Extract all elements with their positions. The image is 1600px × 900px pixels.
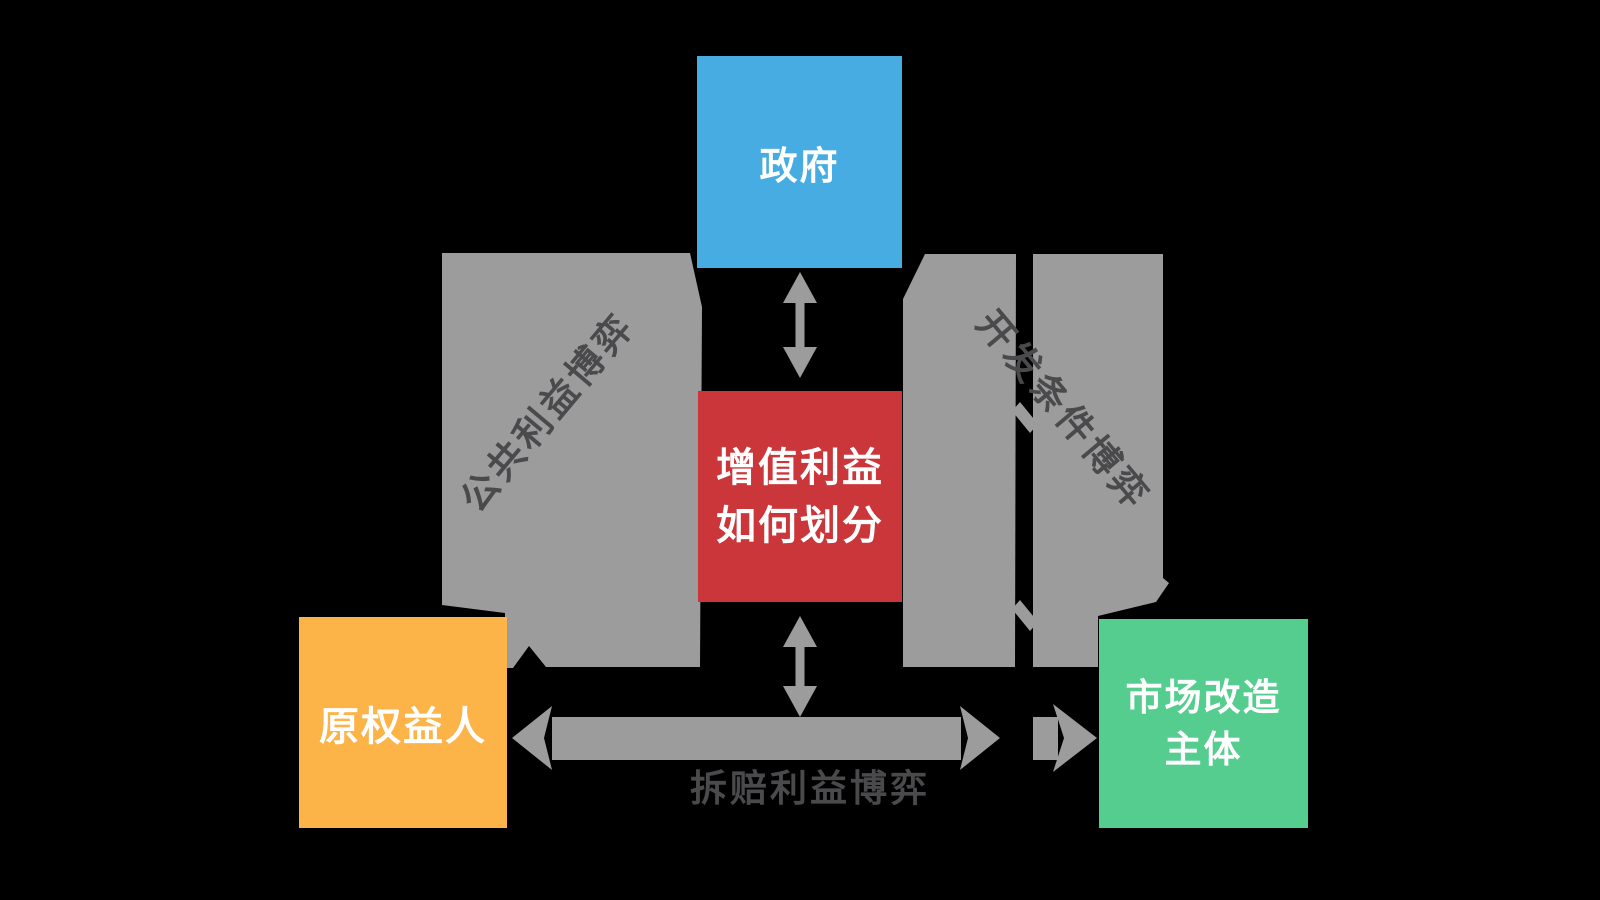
vertical-double-arrow-top — [783, 272, 817, 378]
edge-label-demolition-compensation-game: 拆赔利益博弈 — [690, 767, 930, 810]
public-interest-arrow-body — [442, 253, 702, 668]
node-original-rights-holder: 原权益人 — [299, 617, 507, 828]
node-original-rights-label: 原权益人 — [319, 703, 487, 750]
demolition-arrow-stub — [1033, 717, 1058, 760]
node-value-split-issue: 增值利益 如何划分 — [698, 391, 902, 602]
development-condition-arrow-body-left — [903, 254, 1016, 667]
node-value-split-line1: 增值利益 — [716, 444, 884, 491]
demolition-arrow-head-right — [1053, 704, 1097, 772]
demolition-arrow-shaft — [552, 717, 961, 760]
vertical-double-arrow-bottom — [783, 616, 817, 717]
node-government: 政府 — [697, 56, 902, 268]
development-condition-arrow-body-right — [1033, 254, 1169, 667]
node-government-label: 政府 — [759, 143, 840, 188]
demolition-arrow-head-left — [512, 706, 552, 770]
node-value-split-line2: 如何划分 — [716, 502, 884, 549]
gap-diagonal-segment-lower — [1012, 600, 1038, 631]
node-market-transformer-line2: 主体 — [1164, 727, 1243, 771]
node-market-transformer: 市场改造 主体 — [1099, 619, 1308, 828]
node-market-transformer-line1: 市场改造 — [1125, 675, 1282, 719]
demolition-arrow-head-mid — [960, 706, 1000, 770]
gap-diagonal-segment-upper — [1012, 402, 1038, 433]
